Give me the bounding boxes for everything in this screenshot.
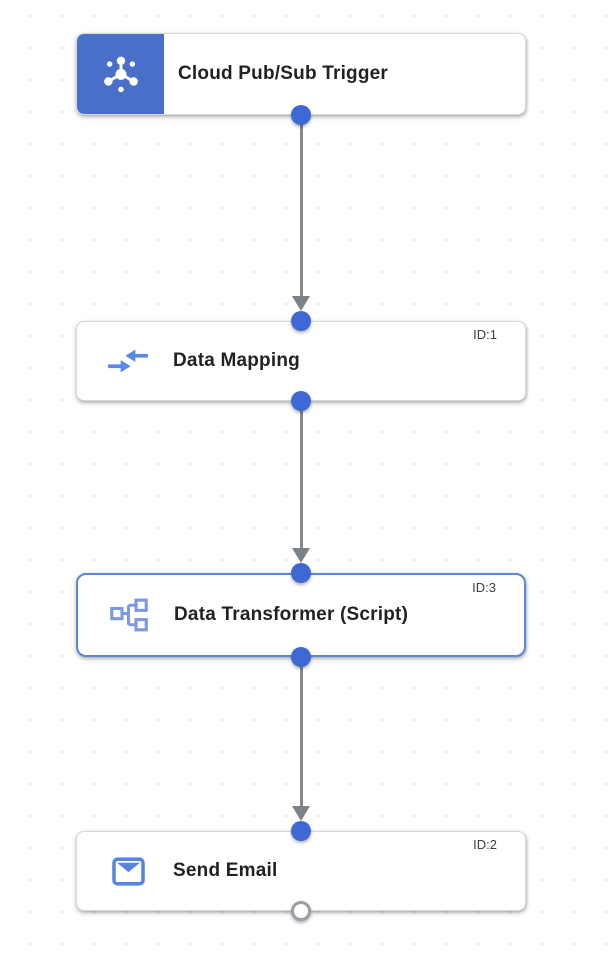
arrowhead-icon <box>292 806 310 821</box>
node-send-email[interactable]: ID:2 Send Email <box>76 831 526 911</box>
node-data-mapping[interactable]: ID:1 Data Mapping <box>76 321 526 401</box>
input-port-send-email[interactable] <box>291 821 311 841</box>
node-id-badge: ID:3 <box>472 580 496 595</box>
output-port-send-email-open[interactable] <box>291 901 311 921</box>
output-port-data-transformer[interactable] <box>291 647 311 667</box>
node-data-transformer[interactable]: ID:3 Data Transformer (Script) <box>76 573 526 657</box>
output-port-trigger[interactable] <box>291 105 311 125</box>
node-title: Cloud Pub/Sub Trigger <box>178 63 389 84</box>
data-transformer-icon <box>106 598 152 632</box>
node-id-badge: ID:2 <box>473 837 497 852</box>
data-mapping-icon <box>105 345 151 377</box>
edge-mapping-to-transformer[interactable] <box>299 401 303 548</box>
arrowhead-icon <box>292 548 310 563</box>
output-port-data-mapping[interactable] <box>291 391 311 411</box>
node-title: Data Transformer (Script) <box>174 604 409 625</box>
edge-trigger-to-mapping[interactable] <box>299 115 303 296</box>
edge-transformer-to-email[interactable] <box>299 657 303 806</box>
node-title: Data Mapping <box>173 350 300 371</box>
email-icon <box>105 856 151 886</box>
pubsub-icon <box>98 52 144 96</box>
trigger-accent-block <box>77 34 164 114</box>
input-port-data-transformer[interactable] <box>291 563 311 583</box>
node-cloud-pubsub-trigger[interactable]: Cloud Pub/Sub Trigger <box>76 33 526 115</box>
node-id-badge: ID:1 <box>473 327 497 342</box>
input-port-data-mapping[interactable] <box>291 311 311 331</box>
arrowhead-icon <box>292 296 310 311</box>
node-title: Send Email <box>173 860 278 881</box>
